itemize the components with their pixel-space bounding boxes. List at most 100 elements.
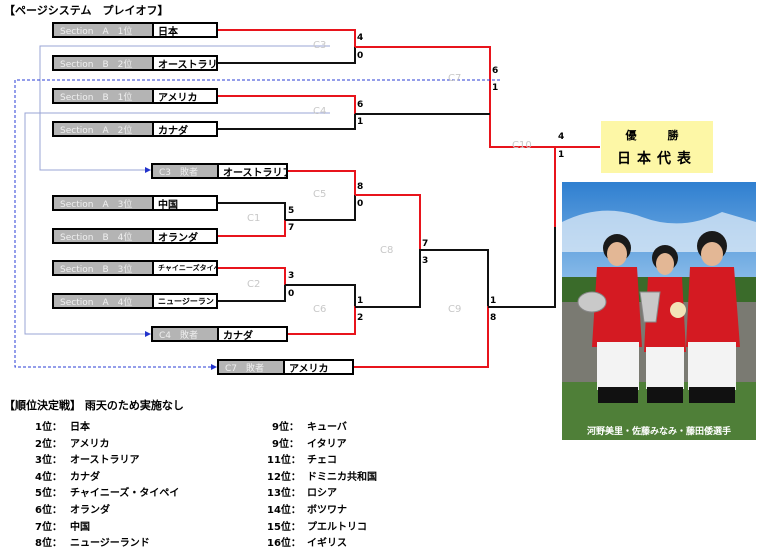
- ranking-row: 14位：ボツワナ: [267, 501, 347, 516]
- slot-c4-loser-seed: C4 敗者: [153, 328, 219, 341]
- ranking-position: 7位：: [35, 521, 62, 533]
- slot-c3-loser-seed: C3 敗者: [153, 165, 219, 178]
- c6-top-line: [285, 284, 356, 307]
- ranking-row: 16位：イギリス: [267, 534, 347, 549]
- ranking-team: アメリカ: [70, 438, 110, 450]
- slot-c3-loser-team: オーストラリア: [223, 167, 286, 178]
- ranking-row: 15位：プエルトリコ: [267, 518, 367, 533]
- slot-c7-loser-team: アメリカ: [289, 363, 329, 374]
- ranking-position: 3位：: [35, 455, 62, 467]
- slot-a3-team: 中国: [158, 199, 178, 210]
- slot-b4-team: オランダ: [158, 232, 198, 243]
- c7-loser-route: [14, 79, 500, 370]
- slot-a2-team: カナダ: [158, 125, 188, 136]
- ranking-position: 12位：: [267, 471, 301, 483]
- score-c8-bot: 3: [422, 256, 429, 266]
- score-c4-top: 6: [357, 100, 364, 110]
- score-c3-top: 4: [357, 33, 364, 43]
- ranking-title: 【順位決定戦】 雨天のため実施なし: [4, 399, 184, 412]
- ranking-row: 2位： アメリカ: [30, 435, 110, 450]
- score-c5-top: 8: [357, 182, 364, 192]
- slot-b3-seed: Section B 3位: [54, 262, 154, 275]
- ranking-team: イタリア: [307, 438, 347, 450]
- game-label-c9: C9: [448, 304, 462, 315]
- slot-b3: Section B 3位 チャイニーズタイペイ: [52, 260, 218, 276]
- ranking-row: 6位： オランダ: [30, 501, 110, 516]
- slot-b3-team: チャイニーズタイペイ: [158, 264, 216, 272]
- score-c7-top: 6: [492, 66, 499, 76]
- team-photo: 河野美里・佐藤みなみ・藤田倭選手: [562, 182, 756, 440]
- c1-top-line: [217, 202, 286, 220]
- ranking-position: 1位：: [35, 422, 62, 433]
- ranking-team: カナダ: [70, 471, 100, 483]
- game-label-c8: C8: [380, 245, 394, 256]
- c7-top-line: [355, 46, 555, 148]
- ranking-team: 日本: [70, 422, 90, 433]
- c2-bot-line: [217, 285, 286, 302]
- ranking-team: チャイニーズ・タイペイ: [70, 488, 180, 500]
- score-c2-top: 3: [288, 271, 295, 281]
- ranking-team: オーストラリア: [70, 455, 140, 467]
- ranking-position: 13位：: [267, 488, 301, 500]
- score-c5-bot: 0: [357, 199, 364, 209]
- score-c10-top: 4: [558, 132, 565, 142]
- score-c4-bot: 1: [357, 117, 364, 127]
- ranking-team: イギリス: [307, 538, 347, 550]
- ranking-row: 11位： チェコ: [267, 451, 337, 466]
- score-c7-bot: 1: [492, 83, 499, 93]
- c9-bot-line: [353, 306, 555, 368]
- game-label-c10: C10: [512, 140, 532, 151]
- slot-c7-loser: C7 敗者 アメリカ: [217, 359, 354, 375]
- slot-b1: Section B 1位 アメリカ: [52, 88, 218, 104]
- ranking-position: 6位：: [35, 505, 62, 516]
- score-c6-top: 1: [357, 296, 364, 306]
- c10-bot-line: [488, 227, 556, 308]
- slot-b4: Section B 4位 オランダ: [52, 228, 218, 244]
- slot-c7-loser-seed: C7 敗者: [219, 361, 285, 374]
- score-c10-bot: 1: [558, 150, 565, 160]
- c4-loser-route: [24, 112, 330, 337]
- slot-a1-seed: Section A 1位: [54, 24, 154, 37]
- c4-top-line: [217, 95, 356, 114]
- score-c9-bot: 8: [490, 313, 497, 323]
- ranking-row: 7位： 中国: [30, 518, 90, 533]
- c2-top-line: [217, 267, 286, 285]
- ranking-team: ニュージーランド: [70, 538, 150, 550]
- c3-bot-line: [217, 47, 356, 64]
- game-label-c7: C7: [448, 73, 462, 84]
- ranking-team: チェコ: [307, 455, 337, 467]
- slot-b1-seed: Section B 1位: [54, 90, 154, 103]
- ranking-row: 9位：キューバ: [267, 418, 347, 433]
- winner-team: 日本代表: [617, 151, 697, 167]
- ranking-row: 1位： 日本: [30, 418, 90, 433]
- ranking-team: オランダ: [70, 505, 110, 516]
- slot-b2: Section B 2位 オーストラリア: [52, 55, 218, 71]
- winner-box: 優 勝 日本代表: [601, 121, 713, 173]
- slot-a4-team: ニュージーランド: [158, 296, 216, 306]
- slot-a3-seed: Section A 3位: [54, 197, 154, 210]
- ranking-row: 9位： イタリア: [267, 435, 347, 450]
- c5-top-line: [287, 170, 420, 196]
- photo-caption: 河野美里・佐藤みなみ・藤田倭選手: [586, 427, 731, 437]
- ranking-position: 5位：: [35, 488, 62, 500]
- ranking-row: 4位：カナダ: [30, 468, 100, 483]
- game-label-c3: C3: [313, 40, 327, 51]
- ranking-position: 11位：: [267, 455, 301, 467]
- c9-top-line: [420, 249, 489, 307]
- slot-b2-seed: Section B 2位: [54, 57, 154, 70]
- c3-loser-route: [39, 45, 330, 173]
- c6-bot-line: [287, 306, 420, 335]
- ranking-position: 9位：: [272, 438, 299, 450]
- c8-top-line: [355, 194, 421, 250]
- score-c1-top: 5: [288, 206, 295, 216]
- ranking-team: 中国: [70, 521, 90, 533]
- slot-a1-team: 日本: [158, 26, 178, 37]
- ranking-team: キューバ: [307, 422, 347, 433]
- slot-a2-seed: Section A 2位: [54, 123, 154, 136]
- ranking-position: 2位：: [35, 438, 62, 450]
- team-photo-illustration: [562, 182, 756, 440]
- slot-a2: Section A 2位 カナダ: [52, 121, 218, 137]
- slot-b4-seed: Section B 4位: [54, 230, 154, 243]
- score-c1-bot: 7: [288, 223, 295, 233]
